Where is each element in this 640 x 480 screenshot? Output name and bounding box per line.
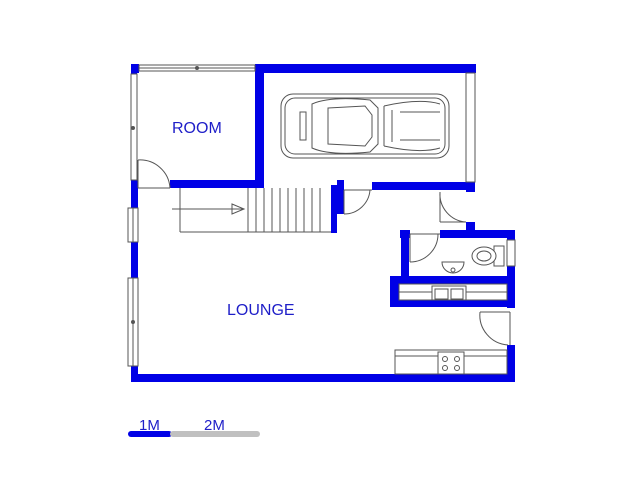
door-swing-icon: [343, 189, 372, 215]
wall-bath-bottom-left: [390, 276, 399, 307]
wall-top-garage: [255, 64, 476, 73]
wall-bath-bottom: [390, 276, 514, 284]
window-garage-right: [465, 72, 476, 183]
wall-bath-bottom-b: [390, 300, 514, 307]
car-icon: [280, 93, 450, 159]
scale-segment-light: [170, 431, 260, 437]
door-swing-icon: [137, 159, 171, 189]
sink-icon: [431, 285, 467, 301]
stairs-icon: [172, 188, 331, 233]
windows: [127, 64, 516, 367]
wall-bottom: [131, 374, 514, 382]
wall-room-bottom-a: [170, 180, 264, 188]
wall-garage-bottom: [372, 182, 475, 190]
scale-segment-dark: [128, 431, 172, 437]
wall-left-mid: [131, 180, 138, 208]
doors: [137, 159, 511, 346]
walls: [131, 64, 515, 382]
wall-bath-top-right: [440, 230, 514, 238]
door-swing-icon: [409, 233, 440, 263]
door-swing-icon: [479, 311, 511, 346]
wall-stair-side: [331, 185, 337, 233]
wall-right-upper: [507, 230, 515, 308]
wall-right-lower: [507, 345, 515, 382]
wall-garage-door-jamb: [337, 180, 344, 214]
window-bath: [506, 239, 516, 267]
wall-bath-left: [401, 230, 409, 276]
lounge-label: LOUNGE: [227, 302, 295, 319]
scale-bar: 1M 2M: [128, 417, 260, 437]
wall-passage-stub: [466, 222, 475, 238]
scale-label-1m: 1M: [139, 417, 160, 434]
wall-left-midlow: [131, 242, 138, 278]
room-label: ROOM: [172, 120, 222, 137]
scale-label-2m: 2M: [204, 417, 225, 434]
basin-icon: [441, 261, 465, 274]
toilet-icon: [471, 245, 505, 267]
wall-left-top: [131, 64, 137, 74]
door-swing-icon: [439, 191, 467, 223]
wall-garage-left: [255, 64, 264, 185]
stove-icon: [437, 351, 465, 375]
